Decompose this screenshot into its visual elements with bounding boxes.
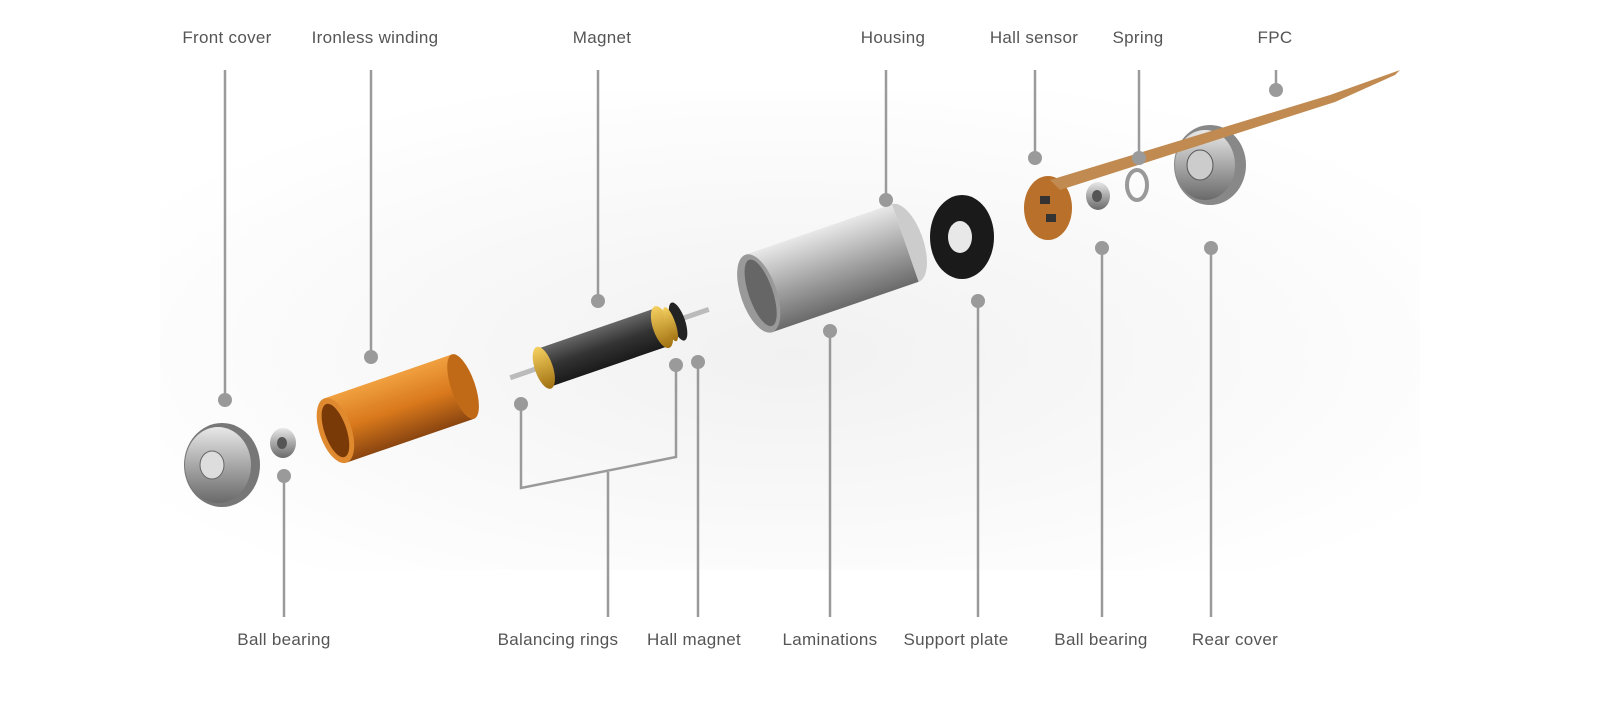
label-balancing-rings: Balancing rings — [497, 630, 619, 649]
spring-part — [1125, 168, 1149, 202]
label-fpc: FPC — [1257, 28, 1293, 47]
housing-part — [737, 203, 927, 333]
label-support-plate: Support plate — [903, 630, 1009, 649]
ball-bearing-rear-part — [1086, 182, 1110, 210]
label-front-cover: Front cover — [182, 28, 272, 47]
leader-dots — [218, 83, 1283, 483]
hall-sensor-part — [1024, 176, 1072, 240]
label-magnet: Magnet — [572, 28, 632, 47]
label-laminations: Laminations — [782, 630, 878, 649]
ironless-winding-part — [316, 354, 479, 464]
label-housing: Housing — [860, 28, 926, 47]
label-ball-bearing-front: Ball bearing — [237, 630, 331, 649]
label-ball-bearing-rear: Ball bearing — [1054, 630, 1148, 649]
label-ironless-winding: Ironless winding — [311, 28, 439, 47]
ball-bearing-front-part — [270, 428, 296, 458]
label-hall-magnet: Hall magnet — [646, 630, 742, 649]
leader-lines — [223, 70, 1278, 617]
label-rear-cover: Rear cover — [1191, 630, 1279, 649]
label-spring: Spring — [1112, 28, 1164, 47]
support-plate-part — [930, 195, 994, 279]
front-cover-part — [184, 423, 260, 507]
label-hall-sensor: Hall sensor — [989, 28, 1079, 47]
magnet-rotor-part — [509, 302, 710, 389]
